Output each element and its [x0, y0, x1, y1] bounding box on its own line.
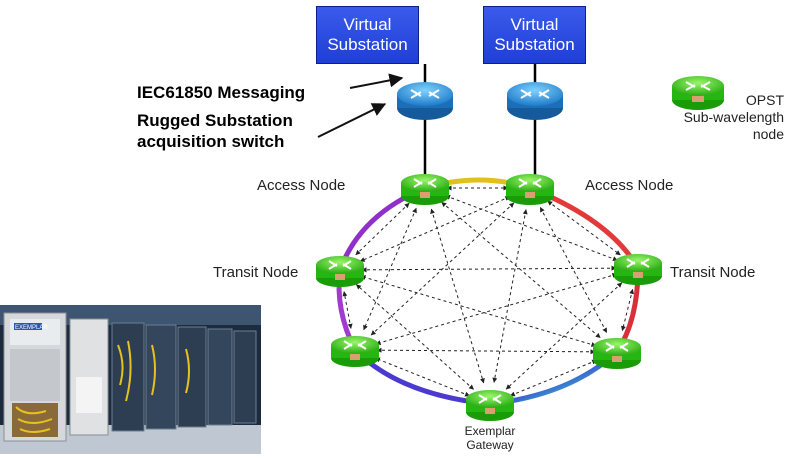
access-node-icon-left — [401, 174, 449, 205]
mesh-link — [621, 288, 634, 332]
mesh-link — [375, 272, 618, 346]
mesh-link — [505, 282, 623, 390]
mesh-link — [360, 275, 597, 347]
mesh-link — [370, 202, 515, 336]
access-node-icon-right — [506, 174, 554, 205]
access-node-label-right: Access Node — [585, 177, 674, 194]
mesh-link — [445, 194, 618, 262]
mesh-link — [547, 200, 621, 256]
legend-label: OPST Sub-wavelength node — [683, 92, 784, 142]
transit-node-label-right: Transit Node — [670, 264, 756, 281]
access-node-label-left: Access Node — [257, 177, 346, 194]
messaging-label: IEC61850 Messaging — [137, 83, 306, 102]
ring — [336, 177, 641, 407]
node-icon-lower-left — [331, 336, 379, 367]
transit-node-icon-right — [614, 254, 662, 285]
switch-arrow — [317, 103, 387, 138]
photo-logo: EXEMPLAR — [15, 325, 48, 331]
mesh-link — [376, 347, 596, 355]
gateway-node-icon — [466, 390, 514, 421]
virtual-substation-box-right: Virtual Substation — [483, 6, 586, 64]
virtual-substation-box-left: Virtual Substation — [316, 6, 419, 64]
router-icon — [507, 82, 563, 120]
switch-label: Rugged Substation acquisition switch — [137, 111, 293, 151]
mesh-link — [492, 209, 528, 383]
transit-node-label-left: Transit Node — [213, 264, 299, 281]
mesh-link — [441, 201, 601, 339]
mesh-link — [430, 208, 485, 384]
messaging-arrow — [349, 73, 404, 89]
mesh-links — [342, 185, 634, 397]
opst-node-icon — [672, 76, 724, 110]
transit-node-icon-left — [316, 256, 364, 287]
mesh-link — [356, 284, 474, 390]
server-rack-photo: EXEMPLAR — [0, 305, 261, 454]
gateway-label: Exemplar Gateway — [464, 424, 516, 452]
router-icon — [397, 82, 453, 120]
mesh-link — [363, 207, 417, 331]
mesh-link — [361, 265, 617, 273]
mesh-link — [342, 291, 353, 329]
node-icon-lower-right — [593, 338, 641, 369]
